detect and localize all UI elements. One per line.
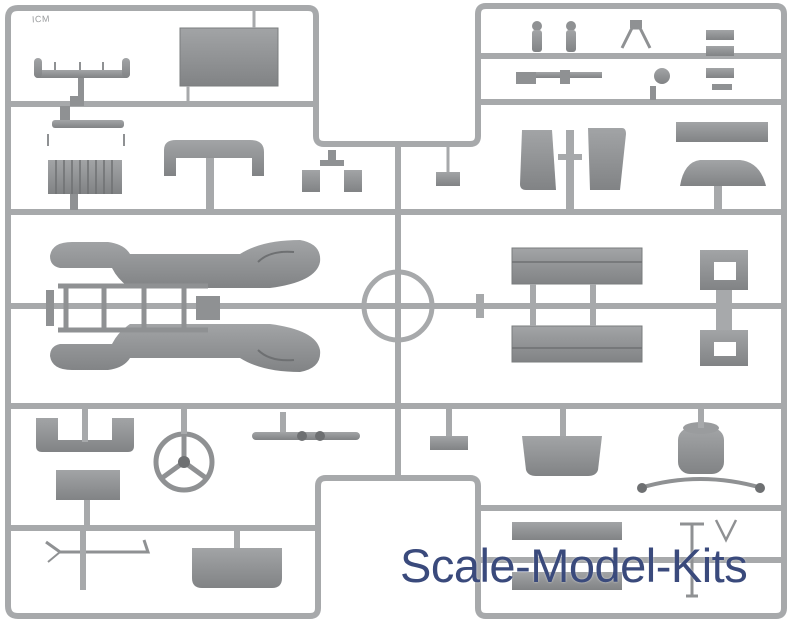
part-figures xyxy=(532,20,652,52)
part-linkage xyxy=(45,530,151,590)
watermark-text: Scale-Model-Kits xyxy=(400,539,748,592)
part-steering-wheel xyxy=(153,406,215,493)
part-bottom-rails xyxy=(512,519,738,598)
part-tab xyxy=(436,172,460,186)
runner-frame xyxy=(5,3,787,619)
part-small-bracket xyxy=(302,150,362,192)
part-small-box xyxy=(430,406,468,450)
part-lamp xyxy=(650,68,670,100)
part-side-rails xyxy=(476,247,643,363)
part-bar-plate xyxy=(676,122,768,142)
part-chassis xyxy=(46,240,321,372)
part-box xyxy=(56,470,120,528)
part-fender xyxy=(164,140,264,210)
brand-mark: ICM xyxy=(31,13,51,25)
part-u-bracket xyxy=(36,406,134,452)
part-gearbox xyxy=(522,406,602,476)
part-ribbed-block xyxy=(48,160,122,210)
part-seat-backs xyxy=(520,128,626,210)
part-exhaust xyxy=(252,412,360,441)
part-axle-bracket xyxy=(47,106,125,146)
part-hood xyxy=(680,160,766,210)
part-clips xyxy=(706,30,734,90)
part-rifle xyxy=(516,70,602,84)
part-handlebar xyxy=(34,58,130,106)
part-fuel-tank xyxy=(637,406,765,493)
part-door-frames xyxy=(700,250,748,366)
part-panel-plate xyxy=(179,27,279,102)
part-radiator xyxy=(192,530,282,588)
